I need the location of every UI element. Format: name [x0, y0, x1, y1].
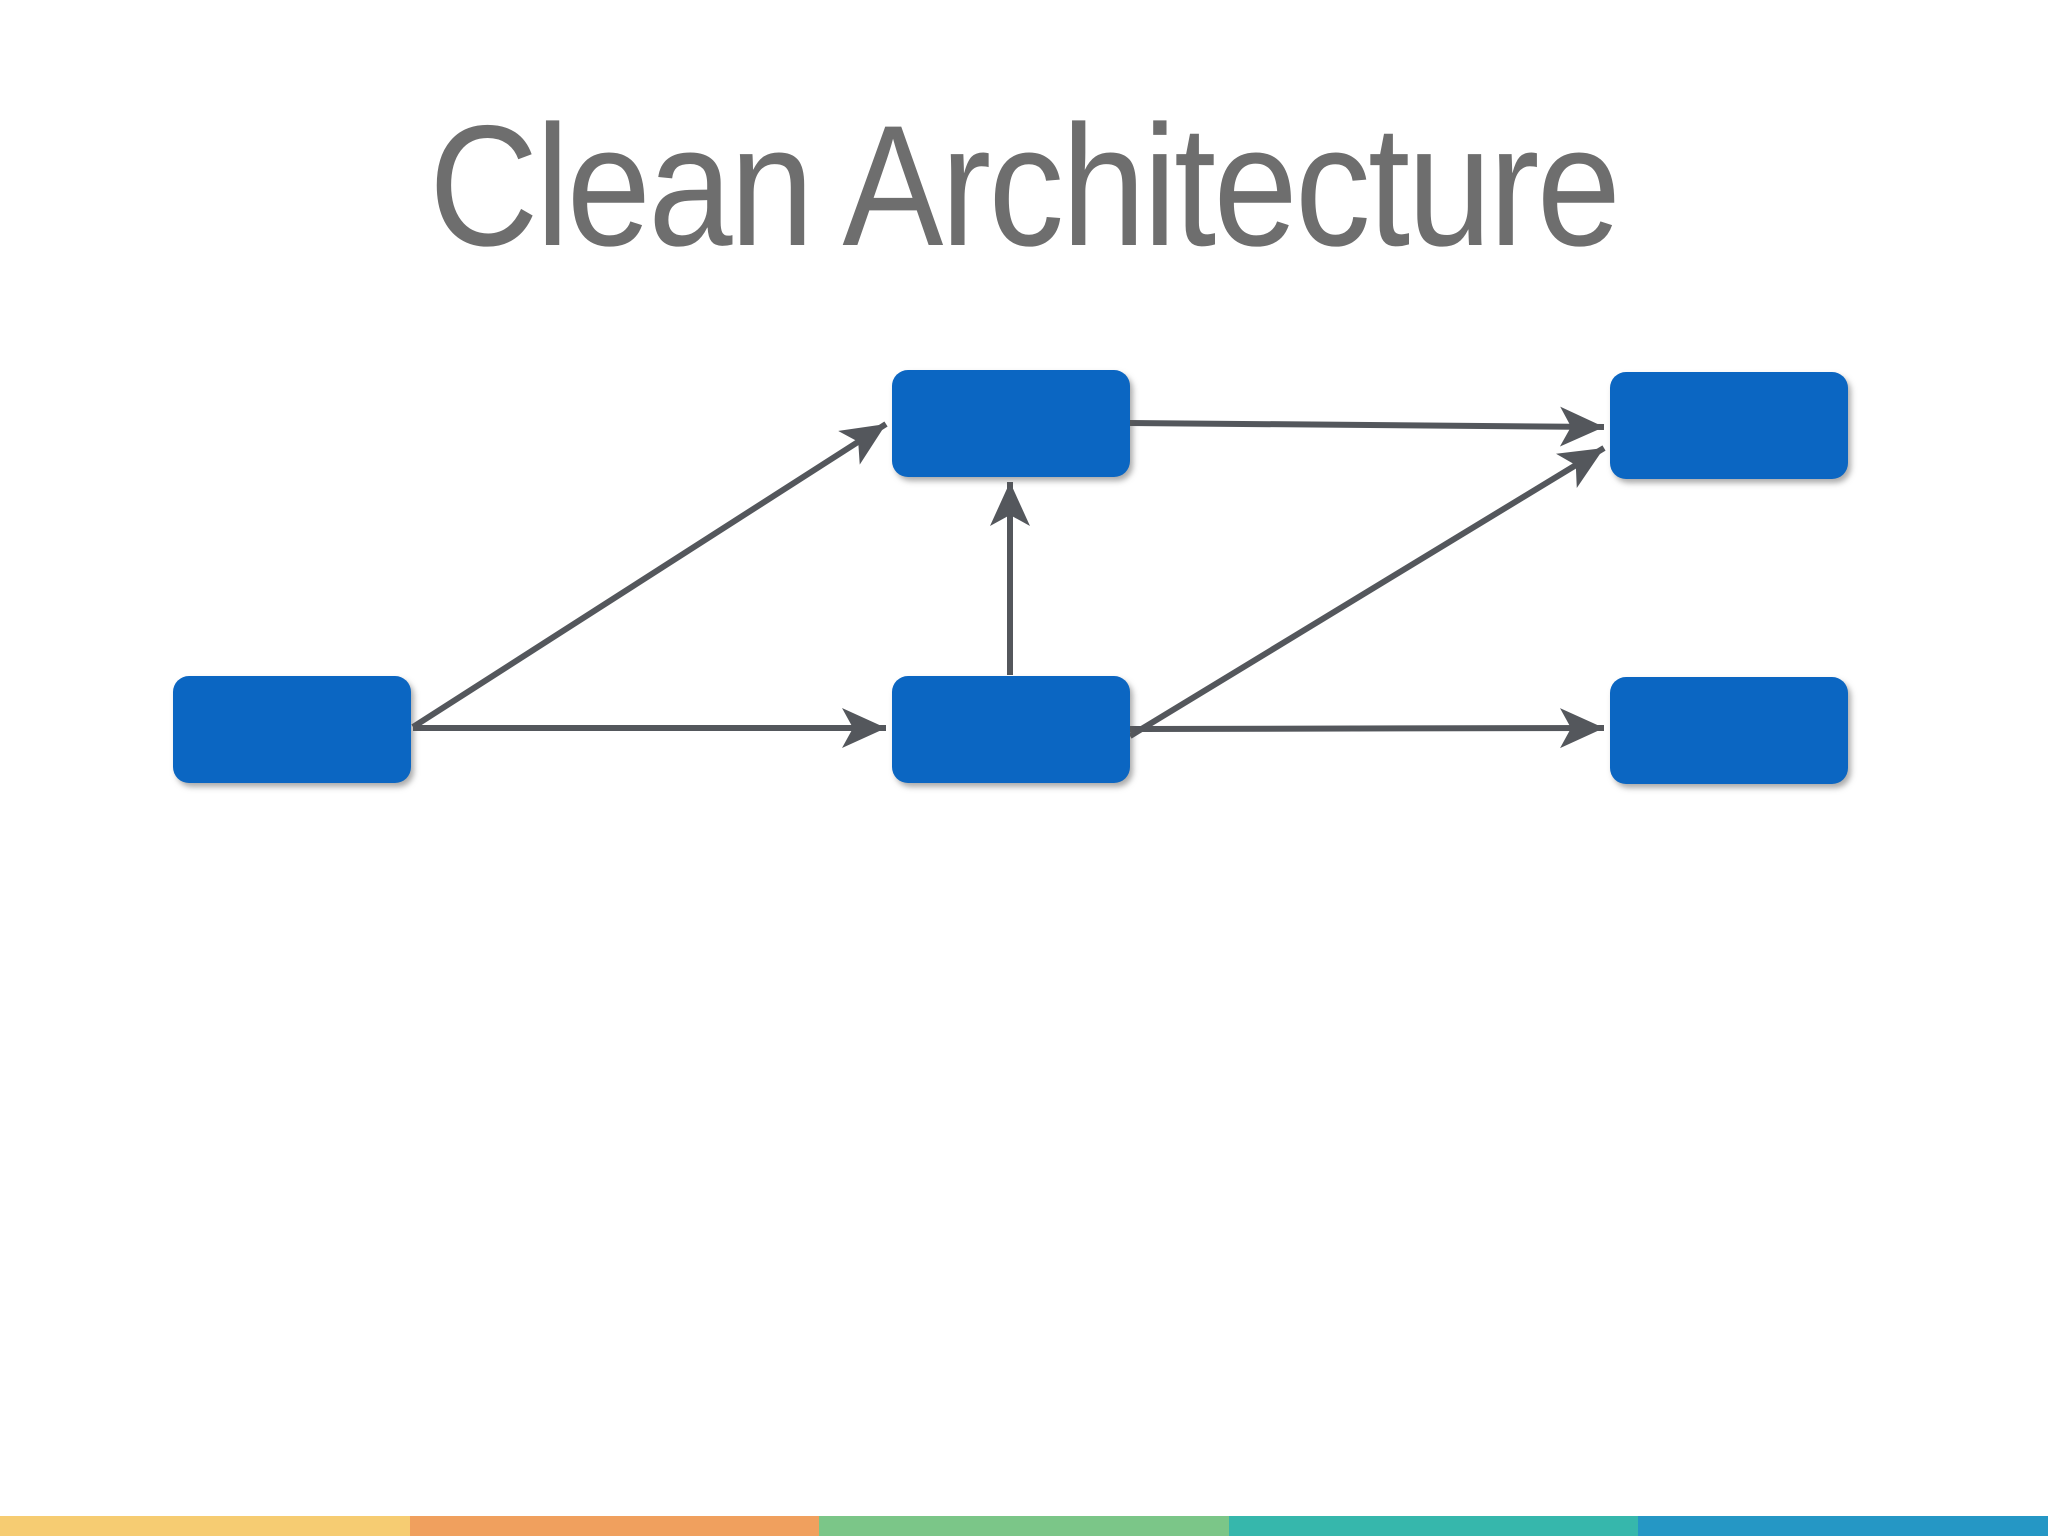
- progress-segment-3: [819, 1516, 1229, 1536]
- slide-title: Clean Architecture: [0, 88, 2048, 286]
- diagram-edges: [411, 406, 1606, 749]
- diagram-edge-bottom-middle-to-top-right: [1128, 445, 1606, 739]
- diagram-edge-left-to-top-middle: [411, 421, 888, 730]
- diagram-edge-bottom-middle-to-bottom-right: [1129, 708, 1605, 749]
- diagram-edge-top-middle-to-top-right: [1128, 406, 1605, 447]
- slide-progress-bar: [0, 1516, 2048, 1536]
- progress-segment-2: [409, 1516, 820, 1536]
- progress-segment-5: [1638, 1516, 2048, 1536]
- slide-title-text: Clean Architecture: [429, 90, 1621, 282]
- progress-segment-1: [0, 1516, 410, 1536]
- progress-segment-4: [1228, 1516, 1639, 1536]
